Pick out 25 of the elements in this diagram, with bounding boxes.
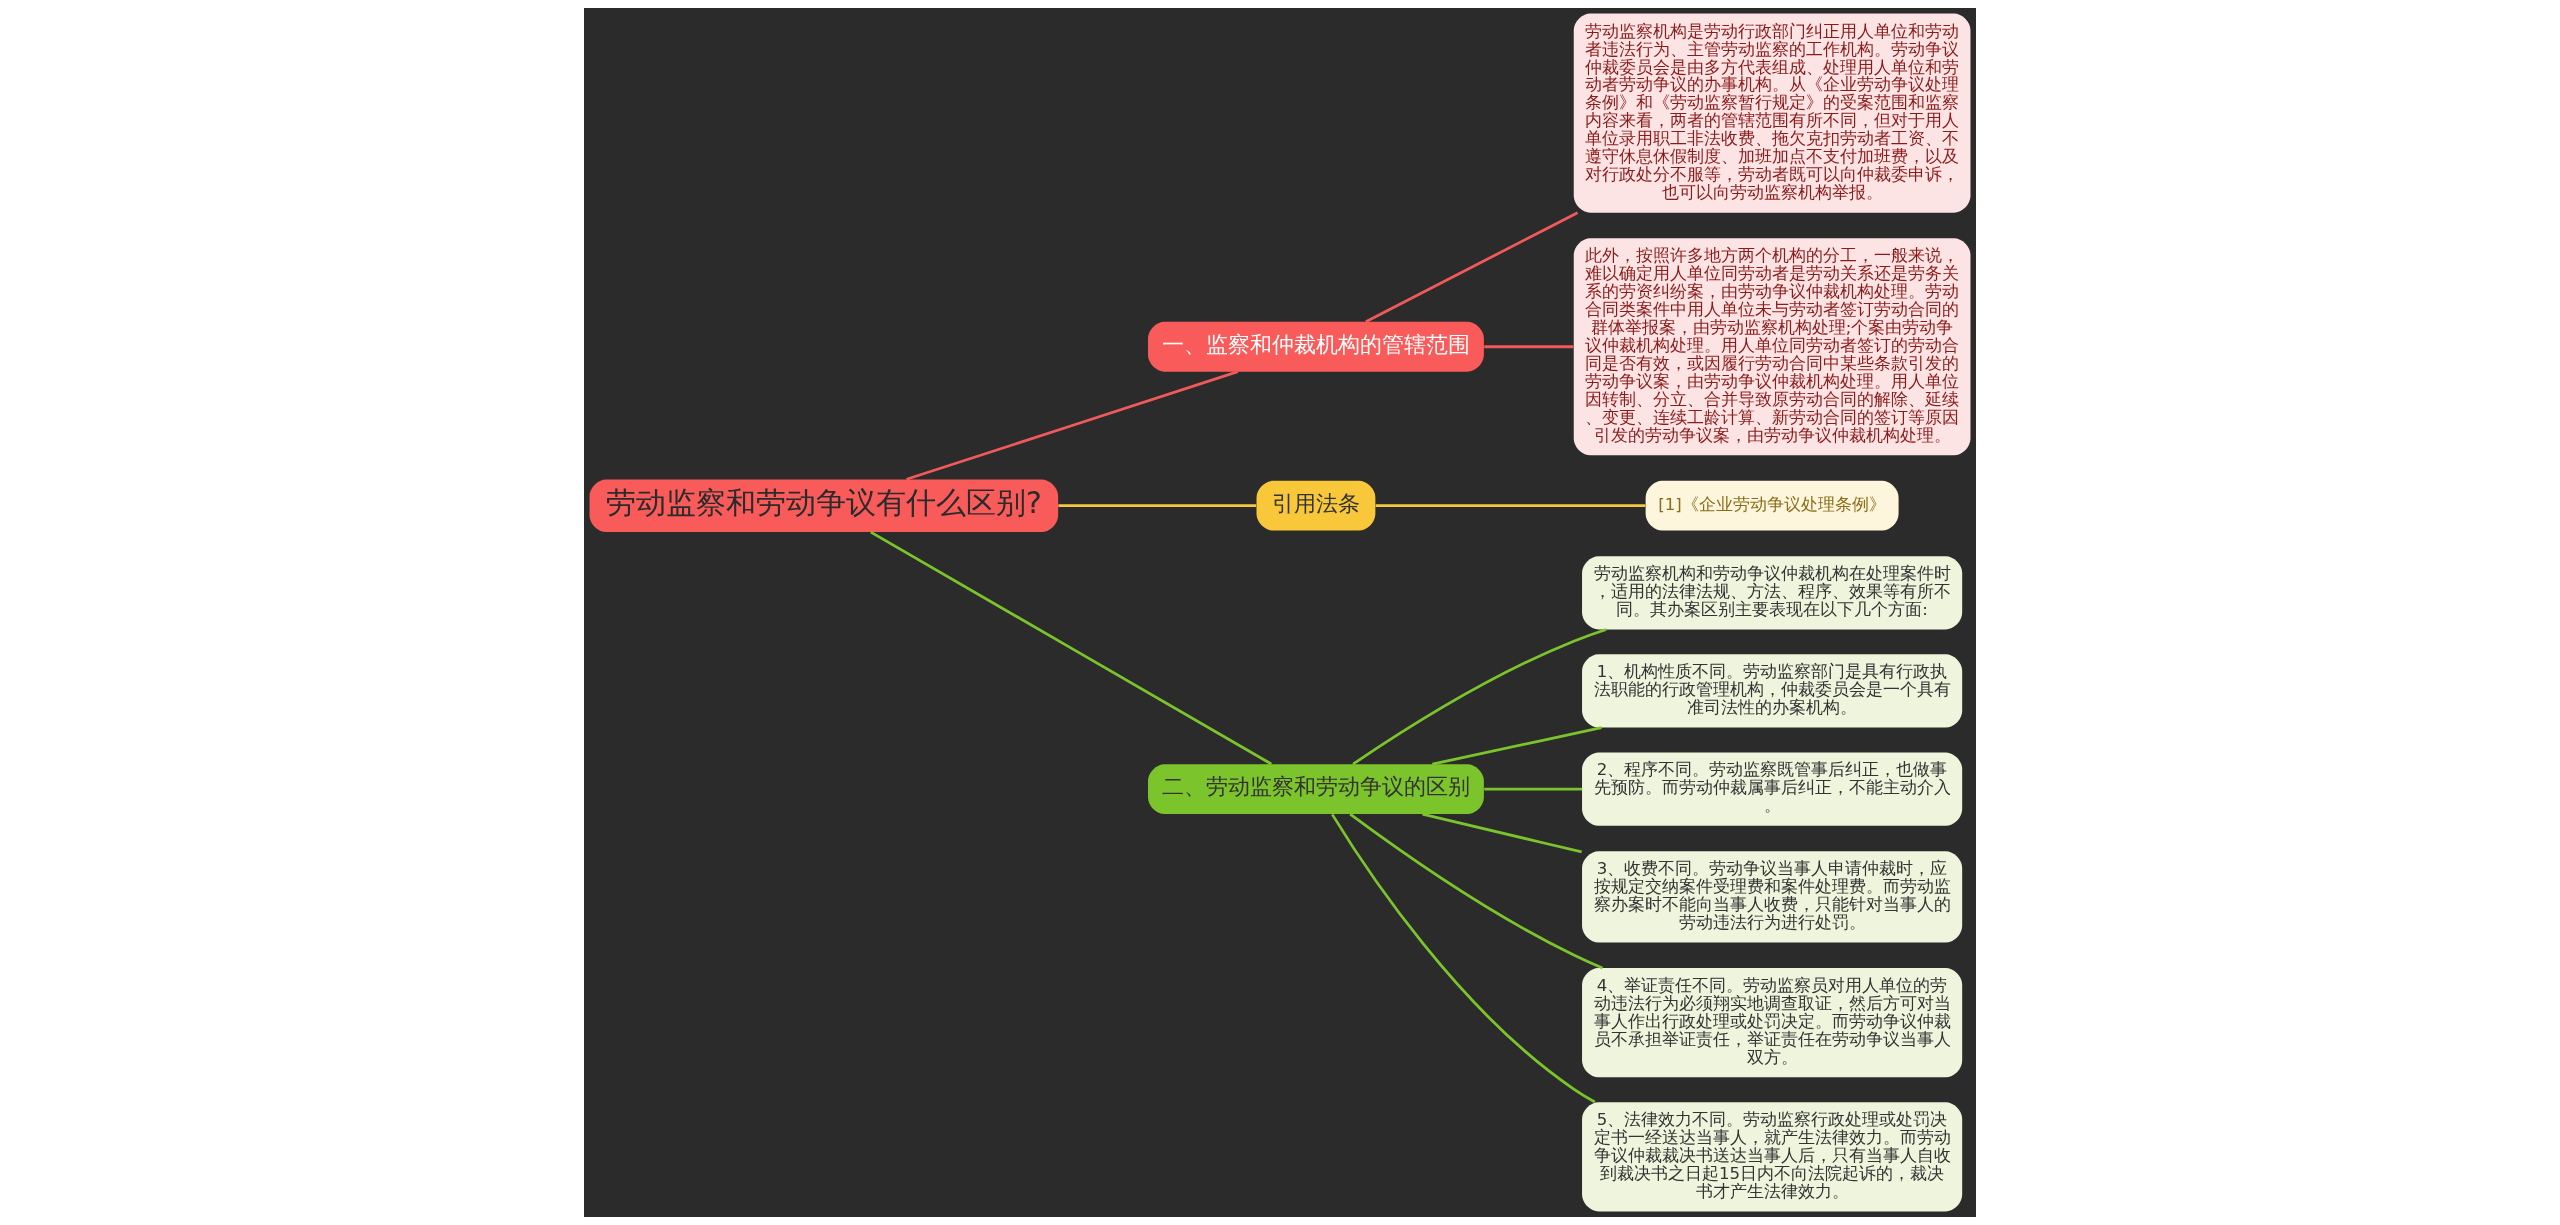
connector [1331, 813, 1596, 1104]
node-box: 4、举证责任不同。劳动监察员对用人单位的劳动违法行为必须翔实地调查取证，然后方可对当事人作出行政处理或处罚决定。而劳动争议仲裁员不承担举证责任，举证责任在劳动争议当事人双方。 [1582, 968, 1963, 1078]
connector [1375, 504, 1646, 508]
node-box: 3、收费不同。劳动争议当事人申请仲裁时，应按规定交纳案件受理费和案件处理费。而劳动监察办案时不能向当事人收费，只能针对当事人的劳动违法行为进行处罚。 [1582, 851, 1963, 943]
node-box: 劳动监察机构是劳动行政部门纠正用人单位和劳动者违法行为、主管劳动监察的工作机构。劳动争议仲裁委员会是由多方代表组成、处理用人单位和劳动者劳动争议的办事机构。从《企业劳动争议处理条例》和《劳动监察暂行规定》的受案范围和监察内容来看，两者的管辖范围有所不同，但对于用人单位录用职工非法收费、拖欠克扣劳动者工资、不遵守休息休假制度、加班加点不支付加班费，以及对行政处分不服等，劳动者既可以向仲裁委申诉，也可以向劳动监察机构举报。 [1573, 13, 1971, 213]
connector [906, 370, 1239, 481]
node-box: 1、机构性质不同。劳动监察部门是具有行政执法职能的行政管理机构，仲裁委员会是一个具有准司法性的办案机构。 [1582, 654, 1963, 728]
node-box: 劳动监察机构和劳动争议仲裁机构在处理案件时，适用的法律法规、方法、程序、效果等有所不同。其办案区别主要表现在以下几个方面: [1582, 556, 1963, 630]
node-box: 二、劳动监察和劳动争议的区别 [1148, 764, 1484, 814]
node-box: 5、法律效力不同。劳动监察行政处理或处罚决定书一经送达当事人，就产生法律效力。而劳动争议仲裁裁决书送达当事人后，只有当事人自收到裁决书之日起15日内不向法院起诉的，裁决书才产生法律效力。 [1582, 1102, 1963, 1212]
connector [1484, 345, 1574, 349]
connector [1422, 812, 1582, 854]
connector [1484, 787, 1582, 791]
node-box: 2、程序不同。劳动监察既管事后纠正，也做事先预防。而劳动仲裁属事后纠正，不能主动介入。 [1582, 752, 1963, 826]
node-box: [1]《企业劳动争议处理条例》 [1645, 480, 1899, 531]
connector [1432, 726, 1602, 766]
connector [1352, 628, 1607, 766]
node-box: 劳动监察和劳动争议有什么区别? [589, 479, 1059, 532]
connector [1349, 813, 1603, 970]
connector [870, 530, 1273, 766]
node-box: 一、监察和仲裁机构的管辖范围 [1148, 321, 1484, 372]
connector [1058, 504, 1257, 508]
node-box: 此外，按照许多地方两个机构的分工，一般来说，难以确定用人单位同劳动者是劳动关系还是劳务关系的劳资纠纷案，由劳动争议仲裁机构处理。劳动合同类案件中用人单位未与劳动者签订劳动合同的群体举报案，由劳动监察机构处理;个案由劳动争议仲裁机构处理。用人单位同劳动者签订的劳动合同是否有效，或因履行劳动合同中某些条款引发的劳动争议案，由劳动争议仲裁机构处理。用人单位因转制、分立、合并导致原劳动合同的解除、延续、变更、连续工龄计算、新劳动合同的签订等原因引发的劳动争议案，由劳动争议仲裁机构处理。 [1573, 238, 1971, 456]
node-box: 引用法条 [1256, 480, 1376, 531]
connector [1365, 211, 1579, 323]
